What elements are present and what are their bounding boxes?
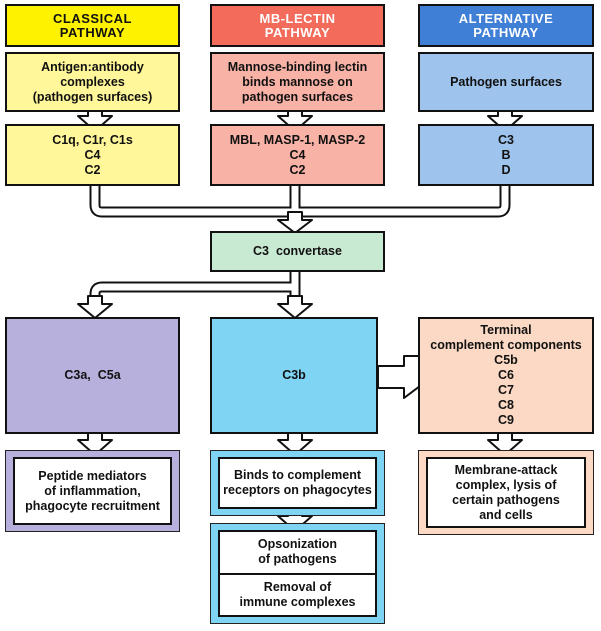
receptors-outcome: Binds to complement receptors on phagocy… <box>218 457 377 509</box>
opsonization-outcome: Opsonization of pathogens Removal of imm… <box>218 530 377 617</box>
c3b-box: C3b <box>210 317 378 434</box>
lectin-trigger: Mannose-binding lectin binds mannose on … <box>210 52 385 112</box>
classical-components: C1q, C1r, C1s C4 C2 <box>5 124 180 186</box>
c3-convertase: C3 convertase <box>210 231 385 272</box>
inflammation-outcome: Peptide mediators of inflammation, phago… <box>13 457 172 525</box>
opsonization-of-pathogens: Opsonization of pathogens <box>220 532 375 575</box>
classical-pathway-header: CLASSICAL PATHWAY <box>5 4 180 47</box>
arrow-to-convertase <box>277 211 313 234</box>
lectin-components: MBL, MASP-1, MASP-2 C4 C2 <box>210 124 385 186</box>
terminal-components-box: Terminal complement components C5b C6 C7… <box>418 317 594 434</box>
c3a-c5a-box: C3a, C5a <box>5 317 180 434</box>
arrow-to-c3a <box>77 295 113 319</box>
alternative-pathway-header: ALTERNATIVE PATHWAY <box>418 4 594 47</box>
removal-of-immune-complexes: Removal of immune complexes <box>239 579 356 609</box>
alternative-trigger: Pathogen surfaces <box>418 52 594 112</box>
mac-outcome: Membrane-attack complex, lysis of certai… <box>426 457 586 528</box>
lectin-pathway-header: MB-LECTIN PATHWAY <box>210 4 385 47</box>
classical-trigger: Antigen:antibody complexes (pathogen sur… <box>5 52 180 112</box>
arrow-to-c3b <box>277 295 313 319</box>
alternative-components: C3 B D <box>418 124 594 186</box>
